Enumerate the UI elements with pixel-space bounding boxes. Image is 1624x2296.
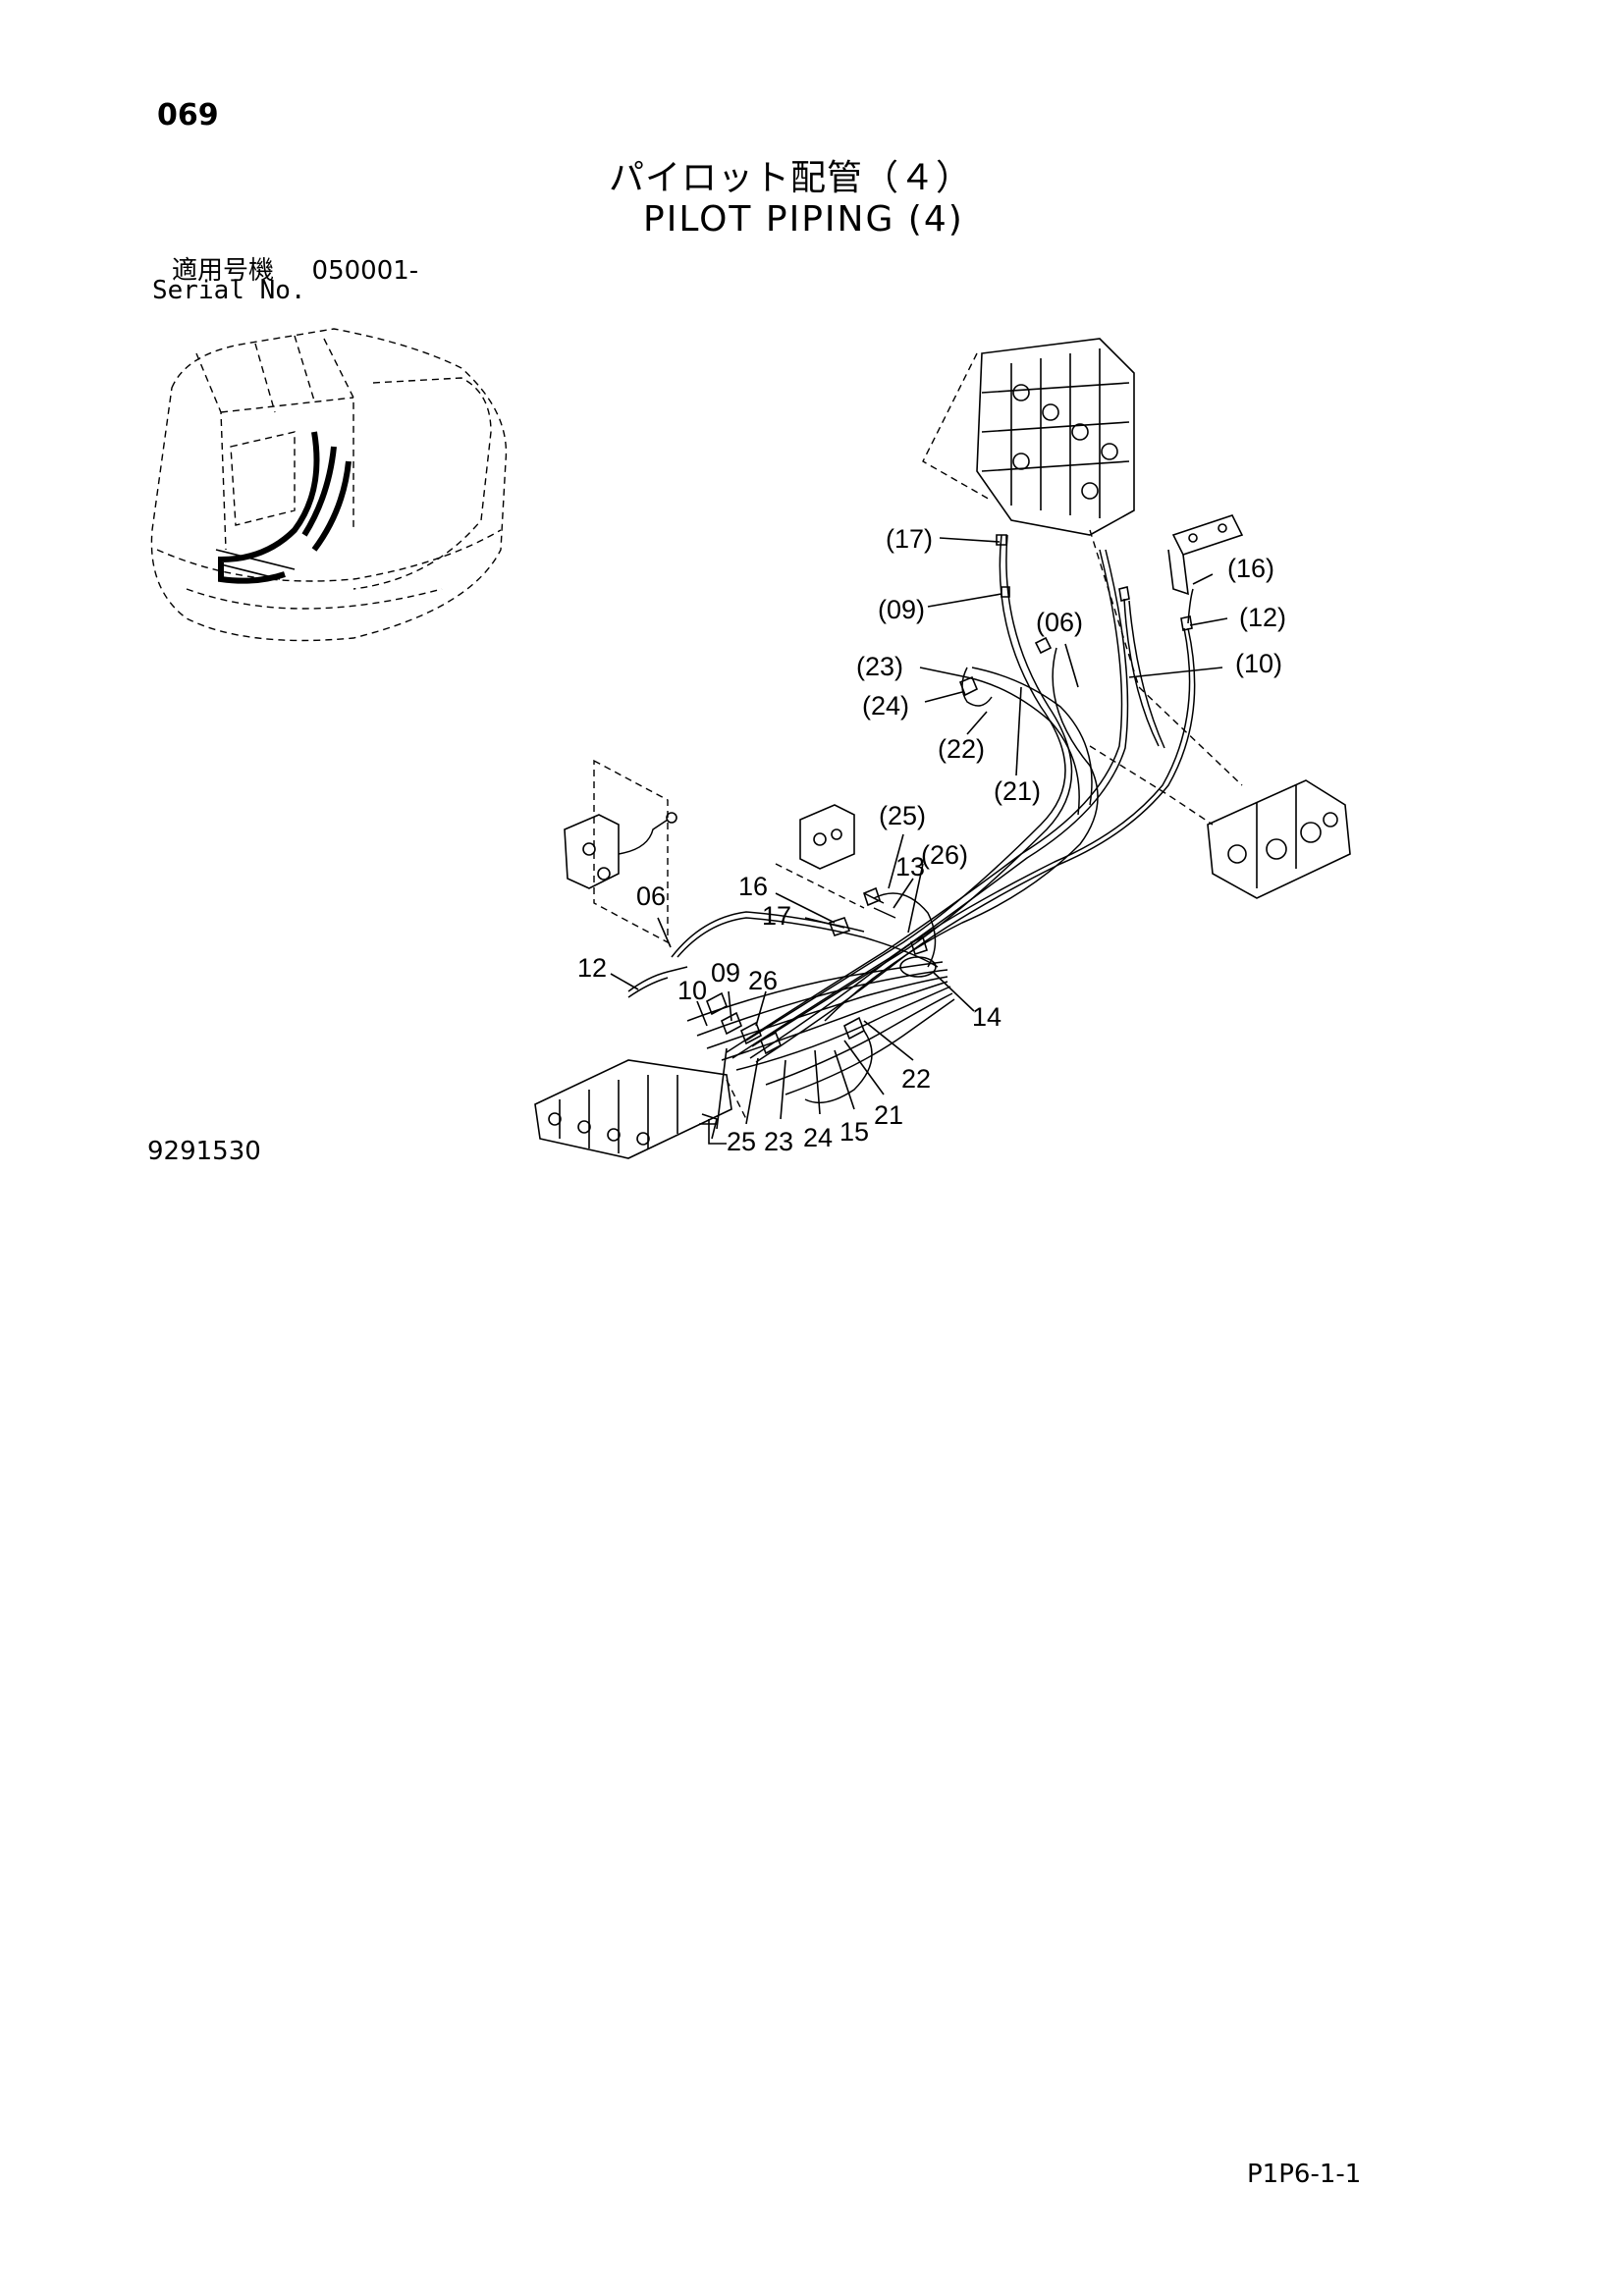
callout-06: 06	[636, 881, 666, 911]
callout-16-paren: (16)	[1227, 554, 1274, 583]
callout-26: 26	[748, 966, 778, 995]
callout-12-paren: (12)	[1239, 603, 1286, 632]
serial-label-jp-text: 適用号機	[172, 256, 275, 286]
callout-13: 13	[895, 852, 925, 881]
solenoid-valve-left	[564, 759, 677, 944]
solenoid-valve-middle	[775, 804, 865, 909]
callout-17: 17	[762, 901, 791, 931]
callout-24: 24	[803, 1123, 833, 1152]
serial-label-jp: 適用号機 050001-	[172, 250, 418, 287]
callout-25: 25	[727, 1127, 756, 1156]
callout-10: 10	[677, 976, 707, 1005]
document-number: 9291530	[147, 1137, 261, 1166]
serial-label-en: Serial No.	[152, 276, 306, 305]
callout-17-paren: (17)	[886, 524, 933, 554]
page-title-jp: パイロット配管（４）	[609, 158, 973, 198]
callout-23: 23	[764, 1127, 793, 1156]
leader-lines	[610, 537, 1228, 1130]
pilot-valve-right	[1089, 686, 1351, 899]
callout-labels: (17) (09) (06) (16) (12) (10) (23) (24) …	[577, 524, 1286, 1156]
callout-22-paren: (22)	[938, 734, 985, 764]
serial-value: 050001-	[311, 256, 419, 286]
callout-24-paren: (24)	[862, 691, 909, 721]
page-code: P1P6-1-1	[1247, 2160, 1362, 2189]
control-valve-upper	[922, 338, 1140, 688]
hose-bundle	[627, 534, 1196, 1104]
callout-21-paren: (21)	[994, 776, 1041, 806]
callout-10-paren: (10)	[1235, 649, 1282, 678]
callout-23-paren: (23)	[856, 652, 903, 681]
callout-06-paren: (06)	[1036, 608, 1083, 637]
callout-16: 16	[738, 872, 768, 901]
control-valve-lower	[534, 1059, 747, 1159]
callout-12: 12	[577, 953, 607, 983]
page-number: 069	[157, 98, 219, 133]
callout-21: 21	[874, 1100, 903, 1130]
callout-15: 15	[839, 1117, 869, 1147]
callout-09-paren: (09)	[878, 595, 925, 624]
callout-26-paren: (26)	[921, 840, 968, 870]
callout-22: 22	[901, 1064, 931, 1094]
page-title-en: PILOT PIPING (4)	[643, 199, 964, 240]
location-thumbnail	[150, 328, 508, 642]
callout-14: 14	[972, 1002, 1001, 1032]
callout-09: 09	[711, 958, 740, 988]
bracket-plate	[1167, 514, 1244, 596]
callout-25-paren: (25)	[879, 801, 926, 830]
